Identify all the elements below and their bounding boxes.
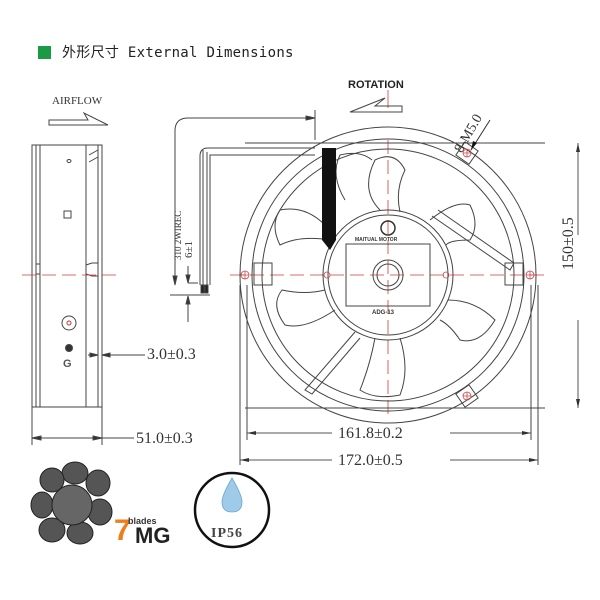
section-title: 外形尺寸 External Dimensions [62,45,294,61]
blades-suffix: MG [135,523,171,548]
hole-spacing-dimension: 161.8±0.2 [338,425,403,442]
blades-word: blades [128,516,157,526]
water-drop-icon [221,477,243,513]
blades-count: 7 [114,514,131,547]
fan-blades-icon [30,461,113,545]
flange-thickness-dimension: 3.0±0.3 [147,346,196,363]
lead-strip-dimension: 6±1 [183,240,195,258]
airflow-label: AIRFLOW [52,95,103,107]
model-label: ADG-13 [372,310,395,316]
brand-logo-icon [380,220,396,236]
green-square-icon [38,45,51,59]
airflow-arrow-icon [48,111,109,126]
section-header: 外形尺寸 External Dimensions [38,42,294,62]
rotation-arrow-icon [349,97,403,113]
brand-label: MAITUAL MOTOR [355,237,398,243]
rotation-label: ROTATION [348,79,404,91]
ground-mark: G [63,358,72,370]
height-dimension: 150±0.5 [560,217,577,270]
depth-dimension: 51.0±0.3 [136,430,193,447]
ip-rating-label: IP56 [211,526,243,541]
lead-wire-label: 310 2WIREC [173,210,183,260]
width-dimension: 172.0±0.5 [338,452,403,469]
